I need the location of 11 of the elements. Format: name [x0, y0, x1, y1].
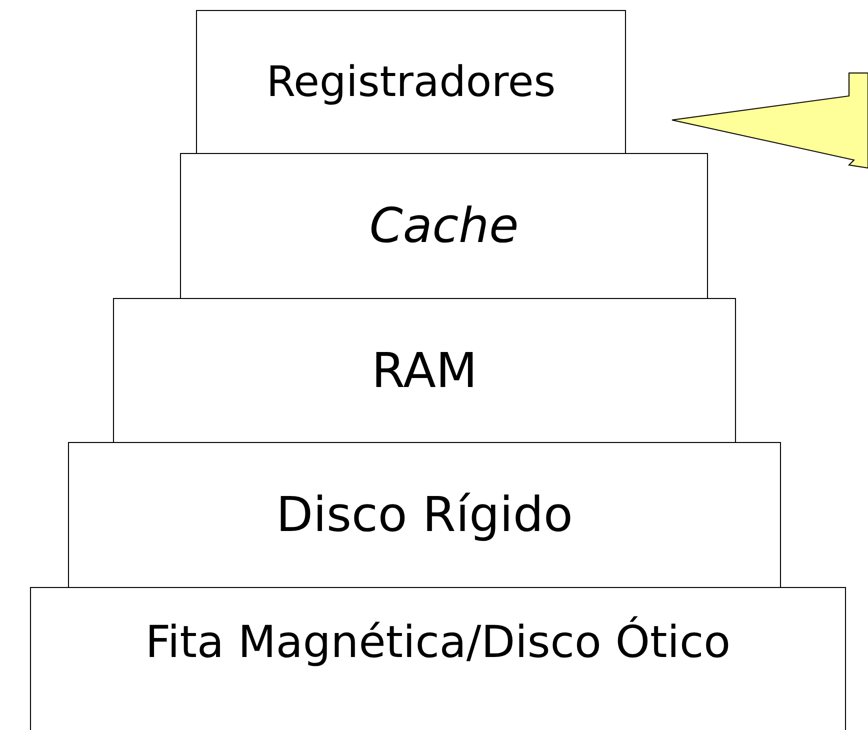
layer-box: [68, 442, 781, 588]
layer-box: [30, 587, 846, 730]
callout-bubble: [671, 72, 868, 169]
layer-box: [196, 10, 626, 154]
layer-label: Cache: [369, 197, 519, 256]
layer-box: [180, 153, 708, 299]
layer-label: Disco Rígido: [276, 486, 573, 545]
layer-label: Registradores: [266, 56, 556, 108]
layer-label: Fita Magnética/Disco Ótico: [145, 615, 731, 670]
layer-label: RAM: [372, 342, 478, 400]
layer-box: [113, 298, 736, 443]
